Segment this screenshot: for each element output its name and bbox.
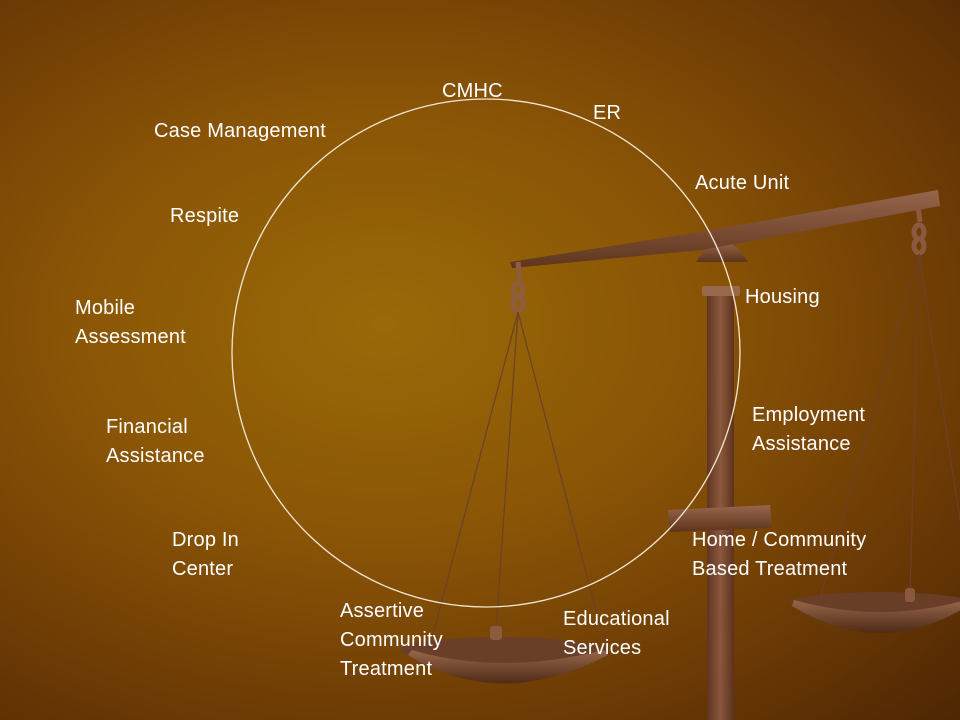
right-pan (790, 588, 960, 633)
scale-pole-cap (702, 286, 740, 296)
scale-group (400, 190, 960, 720)
label-educational-services: Educational Services (563, 608, 670, 659)
service-circle (231, 98, 741, 608)
label-acute-unit: Acute Unit (695, 172, 790, 194)
scale-pole (707, 292, 734, 720)
label-home-community-treatment: Home / Community Based Treatment (692, 529, 867, 580)
left-pan (400, 626, 608, 684)
label-employment-assistance: Employment Assistance (752, 404, 866, 455)
label-er: ER (593, 102, 622, 124)
label-mobile-assessment: Mobile Assessment (75, 297, 186, 348)
scale-base (668, 505, 772, 532)
left-strings (424, 311, 611, 666)
label-case-management: Case Management (154, 120, 326, 142)
label-assertive-community-treatment: Assertive Community Treatment (340, 600, 443, 680)
label-financial-assistance: Financial Assistance (106, 416, 205, 467)
label-housing: Housing (745, 286, 820, 308)
right-hanger (911, 205, 927, 256)
label-drop-in-center: Drop In Center (172, 529, 239, 580)
left-hanger (510, 261, 526, 314)
label-cmhc: CMHC (442, 80, 503, 102)
right-strings (819, 253, 960, 599)
scale-beam (510, 190, 940, 268)
label-respite: Respite (170, 205, 240, 227)
